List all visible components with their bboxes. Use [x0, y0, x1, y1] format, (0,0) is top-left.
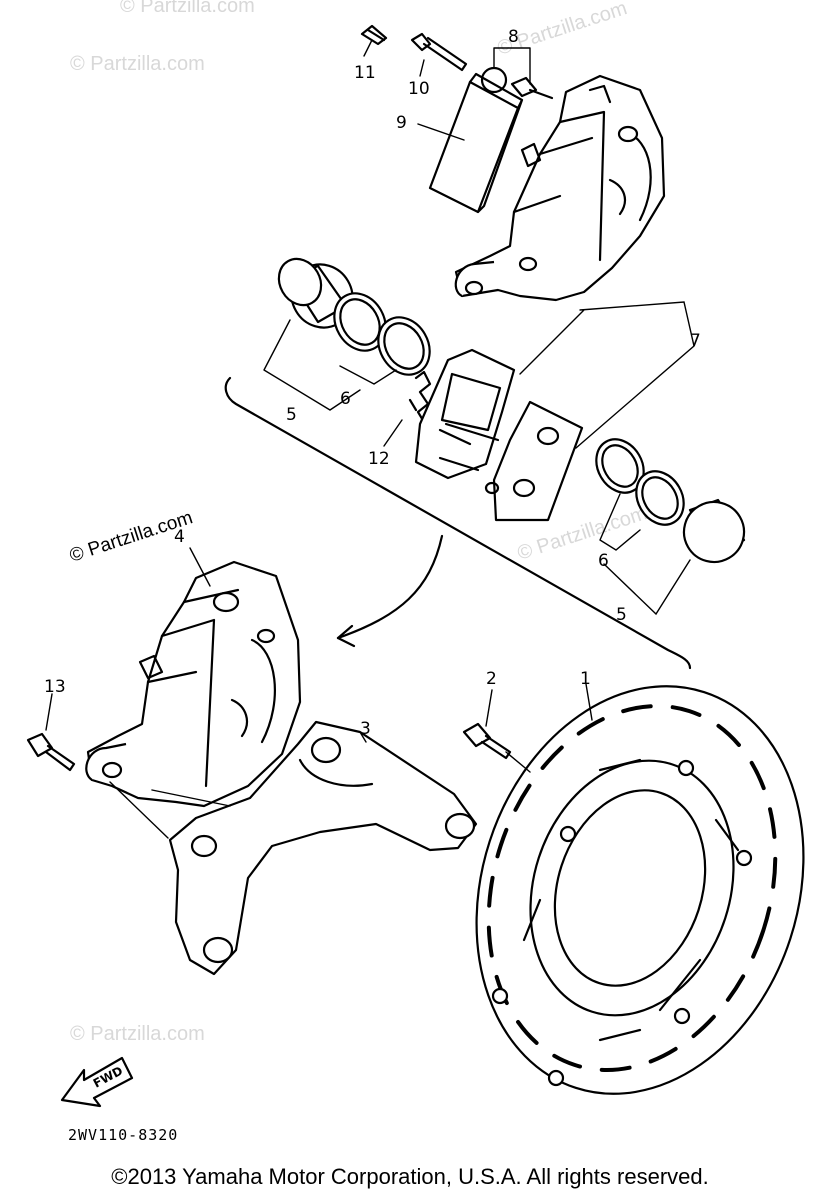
copyright-notice: ©2013 Yamaha Motor Corporation, U.S.A. A…: [111, 1164, 709, 1189]
callout-1: 1: [580, 669, 591, 689]
callout-5-upper: 5: [286, 405, 297, 425]
watermark-top-left: © Partzilla.com: [70, 53, 205, 75]
callout-6-upper: 6: [340, 389, 351, 409]
assembly-arrow: [336, 534, 444, 640]
callout-3: 3: [360, 719, 371, 739]
leader-lines-upper: [263, 39, 695, 616]
brake-pad-part-7-a: [414, 348, 516, 480]
pad-spring-part-12: [408, 370, 432, 424]
watermark-bottom-left: © Partzilla.com: [70, 1023, 205, 1045]
callout-11: 11: [354, 63, 376, 83]
piston-part-5-lower: [682, 498, 746, 564]
pad-shim-part-9: [428, 72, 524, 214]
forward-arrow-icon: FWD: [60, 1056, 134, 1108]
leader-lines-lower: [45, 547, 593, 839]
callout-7: 7: [690, 331, 701, 351]
callout-2: 2: [486, 669, 497, 689]
assembly-bracket-line: [224, 376, 692, 670]
callout-6-lower: 6: [598, 551, 609, 571]
callout-4: 4: [174, 527, 185, 547]
callout-9: 9: [396, 113, 407, 133]
brake-pad-part-7-b: [484, 400, 584, 522]
bleeder-part-8: [480, 66, 554, 100]
callout-8: 8: [508, 27, 519, 47]
watermark-top: © Partzilla.com: [120, 0, 255, 17]
catalog-code: 2WV110-8320: [68, 1126, 179, 1144]
callout-12: 12: [368, 449, 390, 469]
pad-pin-part-10: [410, 32, 468, 72]
bolt-part-2: [462, 722, 512, 760]
callout-13: 13: [44, 677, 66, 697]
lower-caliper-body-part-4: [85, 560, 302, 808]
brake-disc-part-1: [475, 685, 805, 1095]
seal-part-6-lower-a: [595, 438, 645, 494]
callout-5-lower: 5: [616, 605, 627, 625]
callout-10: 10: [408, 79, 430, 99]
clip-part-11: [360, 24, 388, 46]
seal-part-6-upper-a: [333, 292, 387, 352]
caliper-bracket-part-3: [168, 720, 478, 976]
seal-part-6-lower-b: [635, 470, 685, 526]
bolt-part-13: [26, 732, 76, 772]
seal-part-6-upper-b: [377, 316, 431, 376]
assembly-arrow-head: [336, 624, 356, 648]
upper-caliper-body: [454, 74, 666, 302]
